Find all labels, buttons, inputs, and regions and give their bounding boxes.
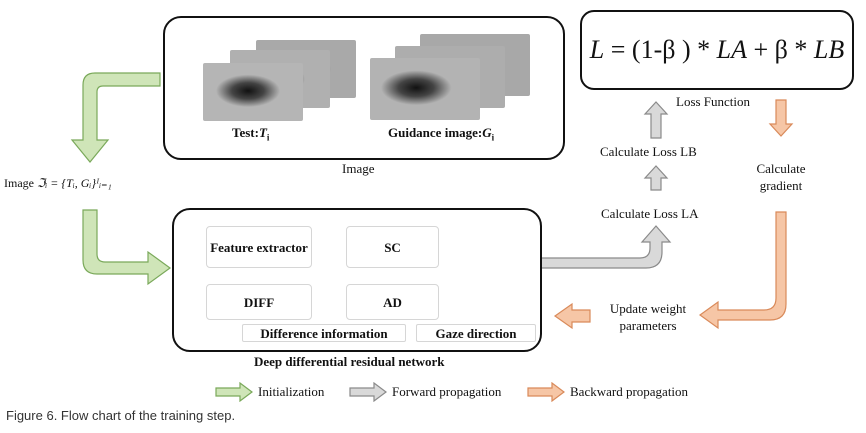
backward-arrow-update-network [553,302,591,330]
calculate-loss-lb: Calculate Loss LB [600,144,697,159]
test-eye-image-front [203,63,303,121]
legend-forward-arrow-icon [349,382,387,402]
gaze-direction-block: Gaze direction [416,324,536,342]
loss-function-formula: L = (1-β ) * LA + β * LB [580,10,854,90]
diff-block: DIFF [206,284,312,320]
image-set-label: Image ℑᵢ = {Tᵢ, Gᵢ}ᴵᵢ₌₁ [4,176,112,190]
loss-function-caption: Loss Function [676,94,751,109]
guidance-label: Guidance image:Gi [388,125,495,143]
difference-information-block: Difference information [242,324,406,342]
backward-arrow-grad-update [698,211,787,330]
backward-arrow-loss-grad [768,99,794,137]
calculate-loss-la: Calculate Loss LA [601,206,699,221]
legend-forward: Forward propagation [392,384,502,399]
update-weight-parameters: Update weight parameters [609,301,687,333]
feature-extractor-block: Feature extractor [206,226,312,268]
sc-block: SC [346,226,439,268]
forward-arrow-lb-loss [643,101,669,139]
legend-backward: Backward propagation [570,384,689,399]
legend-backward-arrow-icon [527,382,565,402]
network-caption: Deep differential residual network [254,354,445,369]
forward-arrow-network [539,225,672,269]
image-set-formula: ℑᵢ = {Tᵢ, Gᵢ}ᴵᵢ₌₁ [36,176,112,190]
figure-caption: Figure 6. Flow chart of the training ste… [6,408,236,423]
legend-init-arrow-icon [215,382,253,402]
legend-initialization: Initialization [258,384,325,399]
calculate-gradient: Calculate gradient [756,161,806,193]
init-arrow-top [70,72,161,163]
test-label: Test:Ti [232,125,270,143]
forward-arrow-la-lb [643,165,669,191]
image-panel-caption: Image [342,161,375,176]
ad-block: AD [346,284,439,320]
guidance-eye-image-front [370,58,480,120]
init-arrow-bottom [82,209,172,286]
